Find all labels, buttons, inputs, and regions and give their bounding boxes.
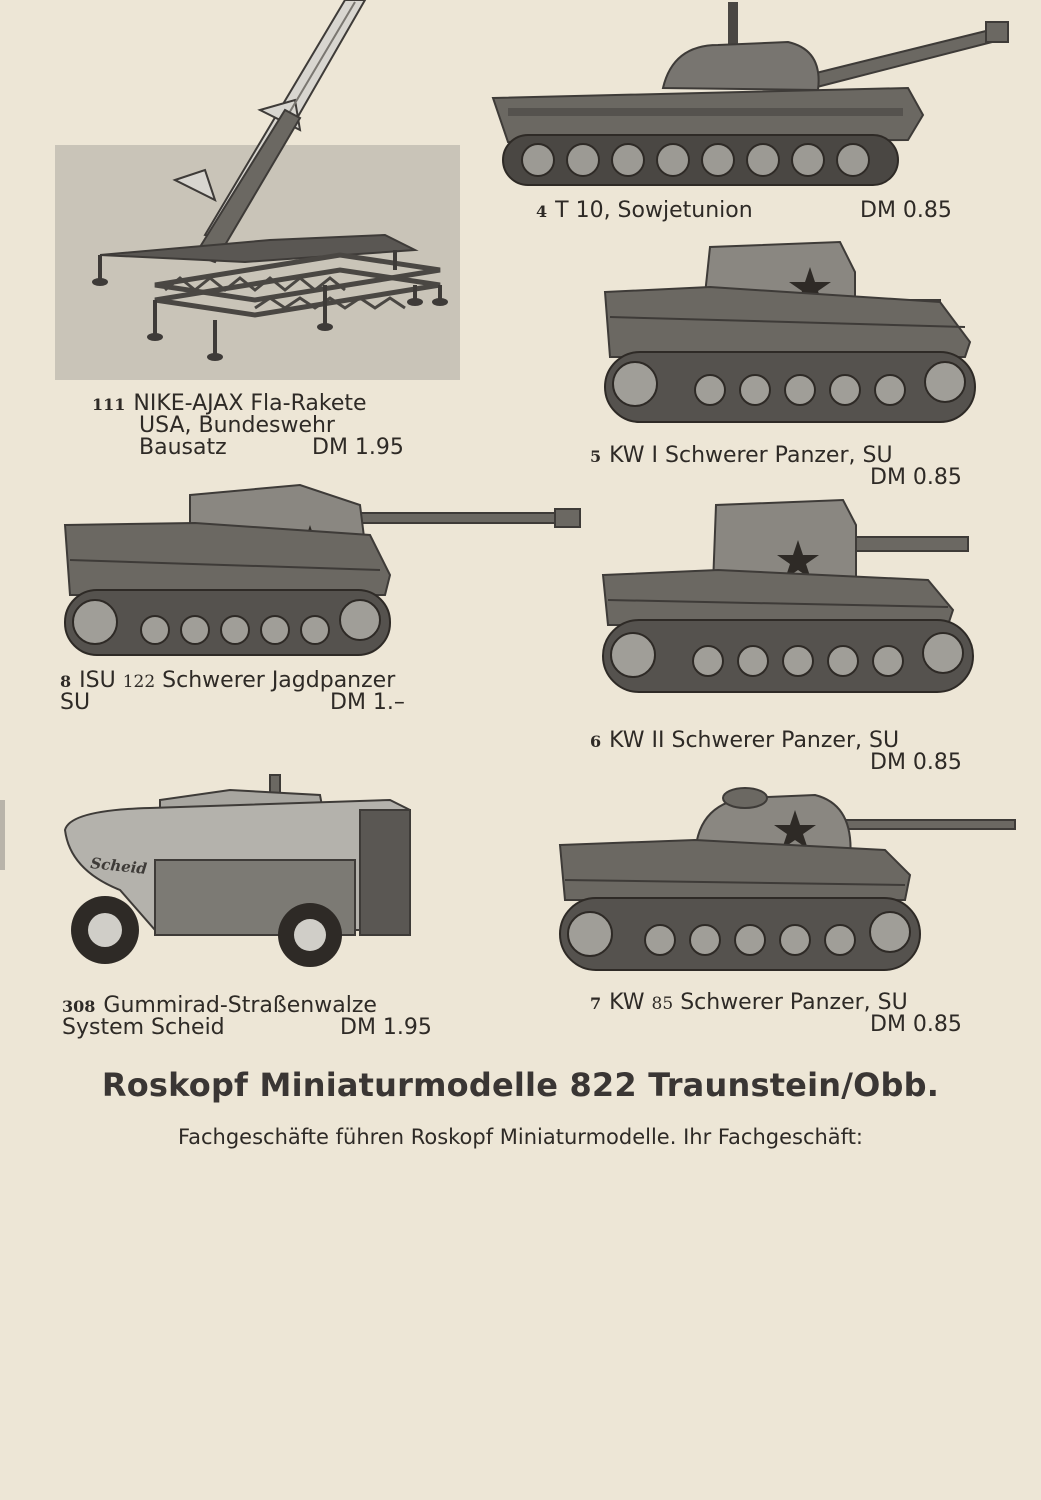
item-number: 6 bbox=[590, 732, 602, 751]
caption-isu122-line2: SU bbox=[60, 690, 91, 715]
price-kw85: DM 0.85 bbox=[870, 1012, 962, 1037]
item-name: KW I Schwerer Panzer, SU bbox=[609, 443, 893, 468]
item-name-part: KW bbox=[609, 990, 645, 1015]
price-isu122: DM 1.– bbox=[330, 690, 405, 715]
item-number: 308 bbox=[62, 997, 96, 1016]
item-name: NIKE-AJAX Fla-Rakete bbox=[133, 391, 367, 416]
scan-edge-mark bbox=[0, 800, 5, 870]
caption-kw1: 5 KW I Schwerer Panzer, SU bbox=[590, 444, 893, 469]
item-number: 5 bbox=[590, 447, 602, 466]
caption-nike-ajax-line2: USA, Bundeswehr bbox=[139, 413, 335, 438]
caption-road-roller: 308 Gummirad-Straßenwalze bbox=[62, 994, 377, 1019]
price-kw2: DM 0.85 bbox=[870, 750, 962, 775]
caption-nike-ajax-line3: Bausatz bbox=[139, 435, 227, 460]
item-name-number: 85 bbox=[651, 994, 674, 1014]
item-name-part: Schwerer Jagdpanzer bbox=[162, 668, 396, 693]
missile-launcher-image bbox=[55, 0, 475, 380]
scheid-logo: Scheid bbox=[90, 854, 149, 878]
caption-isu122: 8 ISU 122 Schwerer Jagdpanzer bbox=[60, 669, 395, 694]
item-number: 111 bbox=[92, 395, 126, 414]
tank-kw85-image bbox=[555, 780, 1020, 980]
price-t10: DM 0.85 bbox=[860, 198, 952, 223]
company-headline: Roskopf Miniaturmodelle 822 Traunstein/O… bbox=[101, 1066, 940, 1104]
price-road-roller: DM 1.95 bbox=[340, 1015, 432, 1040]
caption-t10: 4 T 10, Sowjetunion bbox=[536, 199, 753, 224]
caption-nike-ajax: 111 NIKE-AJAX Fla-Rakete bbox=[92, 392, 367, 417]
item-name-part: Schwerer Panzer, SU bbox=[680, 990, 908, 1015]
item-number: 8 bbox=[60, 672, 72, 691]
price-nike-ajax: DM 1.95 bbox=[312, 435, 404, 460]
dealer-notice: Fachgeschäfte führen Roskopf Miniaturmod… bbox=[177, 1125, 864, 1149]
tank-kw2-image bbox=[598, 495, 978, 705]
price-kw1: DM 0.85 bbox=[870, 465, 962, 490]
item-name: Gummirad-Straßenwalze bbox=[103, 993, 377, 1018]
item-name-number: 122 bbox=[122, 672, 156, 692]
tank-isu122-image bbox=[60, 475, 585, 665]
caption-kw85: 7 KW 85 Schwerer Panzer, SU bbox=[590, 991, 908, 1016]
item-number: 7 bbox=[590, 994, 602, 1013]
item-name: KW II Schwerer Panzer, SU bbox=[609, 728, 900, 753]
tank-t10-image bbox=[488, 0, 1018, 195]
red-star-icon bbox=[789, 267, 831, 306]
item-name-part: ISU bbox=[79, 668, 116, 693]
caption-road-roller-line2: System Scheid bbox=[62, 1015, 225, 1040]
road-roller-image: Scheid bbox=[60, 770, 420, 970]
item-name: T 10, Sowjetunion bbox=[555, 198, 753, 223]
item-number: 4 bbox=[536, 202, 548, 221]
tank-kw1-image bbox=[600, 232, 980, 442]
caption-kw2: 6 KW II Schwerer Panzer, SU bbox=[590, 729, 899, 754]
